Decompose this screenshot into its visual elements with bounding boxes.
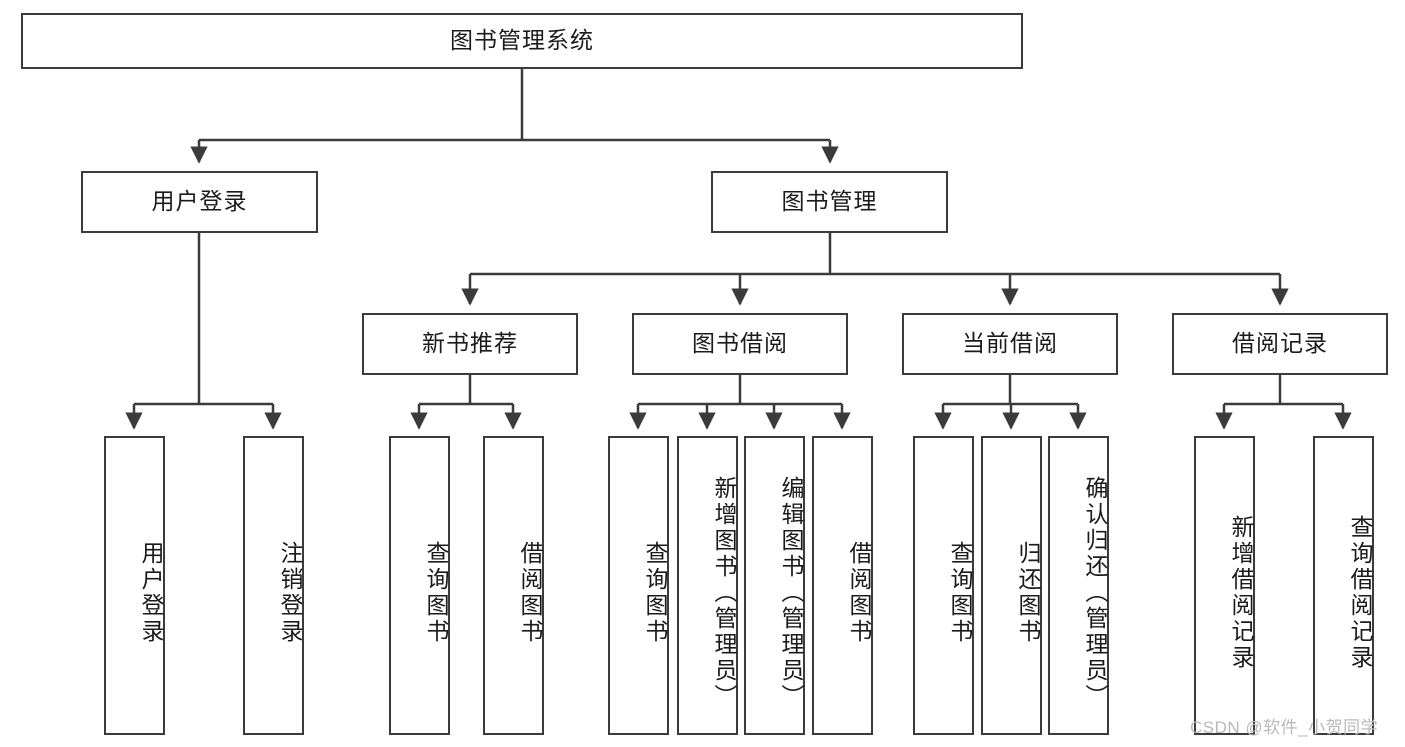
leaf-borrow-book-2[interactable]: 借阅图书 xyxy=(812,436,873,735)
leaf-query-book-2[interactable]: 查询图书 xyxy=(608,436,669,735)
node-book-borrow[interactable]: 图书借阅 xyxy=(632,313,848,375)
csdn-watermark: CSDN @软件_小贺同学 xyxy=(1190,718,1379,737)
leaf-query-book-1[interactable]: 查询图书 xyxy=(389,436,450,735)
leaf-borrow-book-1[interactable]: 借阅图书 xyxy=(483,436,544,735)
node-new-book-rec[interactable]: 新书推荐 xyxy=(362,313,578,375)
leaf-add-record[interactable]: 新增借阅记录 xyxy=(1194,436,1255,735)
node-borrow-record[interactable]: 借阅记录 xyxy=(1172,313,1388,375)
leaf-confirm-return[interactable]: 确认归还（管理员） xyxy=(1048,436,1109,735)
node-current-borrow[interactable]: 当前借阅 xyxy=(902,313,1118,375)
leaf-logout[interactable]: 注销登录 xyxy=(243,436,304,735)
leaf-add-book[interactable]: 新增图书（管理员） xyxy=(677,436,738,735)
node-root[interactable]: 图书管理系统 xyxy=(21,13,1023,69)
node-user-login[interactable]: 用户登录 xyxy=(81,171,318,233)
leaf-edit-book[interactable]: 编辑图书（管理员） xyxy=(744,436,805,735)
leaf-user-login[interactable]: 用户登录 xyxy=(104,436,165,735)
leaf-query-book-3[interactable]: 查询图书 xyxy=(913,436,974,735)
node-book-manage[interactable]: 图书管理 xyxy=(711,171,948,233)
leaf-return-book[interactable]: 归还图书 xyxy=(981,436,1042,735)
leaf-query-record[interactable]: 查询借阅记录 xyxy=(1313,436,1374,735)
